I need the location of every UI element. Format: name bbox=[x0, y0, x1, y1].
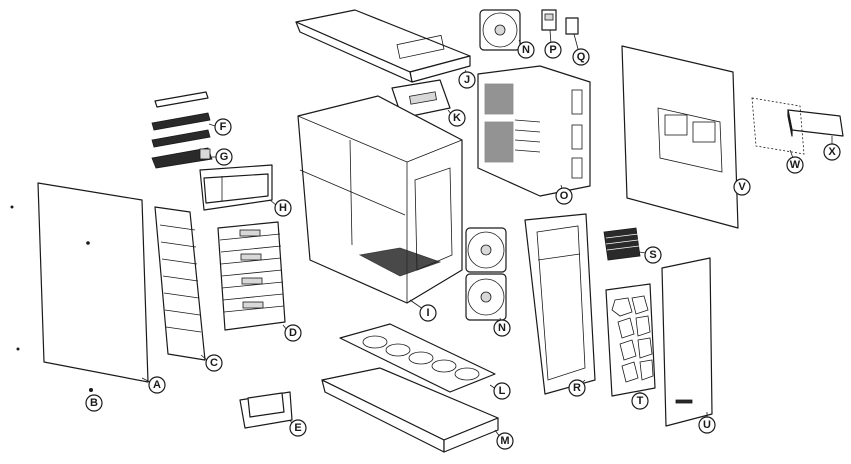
callout-label-N-top: N bbox=[522, 44, 530, 56]
callout-K: K bbox=[449, 110, 465, 126]
callout-label-D: D bbox=[289, 327, 297, 339]
part-cover-plate-x bbox=[788, 110, 843, 136]
callout-O: O bbox=[556, 188, 572, 204]
callout-label-F: F bbox=[220, 121, 227, 133]
part-side-panel-right bbox=[622, 46, 738, 228]
callout-label-H: H bbox=[279, 202, 287, 214]
part-slot-covers bbox=[152, 92, 210, 147]
callout-T: T bbox=[632, 393, 648, 409]
part-screw bbox=[89, 388, 93, 392]
callout-label-B: B bbox=[90, 397, 98, 409]
callout-label-K: K bbox=[453, 112, 461, 124]
part-drive-cage-frame bbox=[155, 207, 205, 360]
part-small-plate-q bbox=[566, 18, 578, 34]
callout-label-I: I bbox=[426, 307, 429, 319]
callout-G: G bbox=[216, 149, 232, 165]
part-main-chassis bbox=[298, 96, 462, 303]
part-top-panel bbox=[296, 10, 470, 82]
part-fan-top bbox=[480, 10, 520, 50]
part-side-panel-left bbox=[11, 183, 149, 392]
callout-B: B bbox=[86, 395, 102, 411]
callout-C: C bbox=[206, 355, 222, 371]
callout-I: I bbox=[420, 305, 436, 321]
callout-label-C: C bbox=[210, 357, 218, 369]
callout-label-Q: Q bbox=[577, 51, 586, 63]
callout-W: W bbox=[787, 157, 803, 173]
callout-J: J bbox=[459, 72, 475, 88]
callout-label-R: R bbox=[573, 382, 581, 394]
callout-U: U bbox=[699, 417, 715, 433]
callout-E: E bbox=[290, 420, 306, 436]
callout-L: L bbox=[494, 383, 510, 399]
part-dust-filter bbox=[606, 284, 655, 396]
callout-label-U: U bbox=[703, 419, 711, 431]
callout-label-P: P bbox=[549, 44, 556, 56]
part-small-plate-p bbox=[542, 10, 556, 30]
part-fans-front bbox=[466, 228, 506, 320]
part-small-bracket bbox=[240, 392, 292, 428]
callout-label-J: J bbox=[464, 74, 470, 86]
callout-R: R bbox=[569, 380, 585, 396]
callout-V: V bbox=[734, 179, 750, 195]
callout-N-front: N bbox=[494, 320, 510, 336]
callout-label-X: X bbox=[828, 146, 836, 158]
callout-label-V: V bbox=[738, 181, 746, 193]
callout-M: M bbox=[497, 433, 513, 449]
part-slot-bracket bbox=[152, 148, 212, 168]
callout-P: P bbox=[545, 42, 561, 58]
callout-label-S: S bbox=[649, 249, 656, 261]
part-pci-brackets bbox=[604, 228, 640, 260]
callout-label-A: A bbox=[153, 379, 161, 391]
callout-label-L: L bbox=[499, 385, 506, 397]
callout-label-M: M bbox=[500, 435, 509, 447]
callout-S: S bbox=[645, 247, 661, 263]
callout-Q: Q bbox=[573, 49, 589, 65]
callout-H: H bbox=[275, 200, 291, 216]
callout-F: F bbox=[215, 119, 231, 135]
part-drive-trays bbox=[218, 222, 285, 330]
part-front-frame bbox=[525, 214, 595, 394]
callout-N-top: N bbox=[518, 42, 534, 58]
callout-label-E: E bbox=[294, 422, 301, 434]
callout-label-T: T bbox=[637, 395, 644, 407]
part-motherboard-tray bbox=[478, 66, 590, 196]
callout-label-O: O bbox=[560, 190, 569, 202]
callout-label-N-front: N bbox=[498, 322, 506, 334]
callout-D: D bbox=[285, 325, 301, 341]
callout-label-W: W bbox=[790, 159, 801, 171]
part-ssd-bracket bbox=[200, 165, 272, 210]
callout-X: X bbox=[824, 144, 840, 160]
part-front-panel bbox=[662, 258, 712, 426]
callout-A: A bbox=[149, 377, 165, 393]
callout-label-G: G bbox=[220, 151, 229, 163]
